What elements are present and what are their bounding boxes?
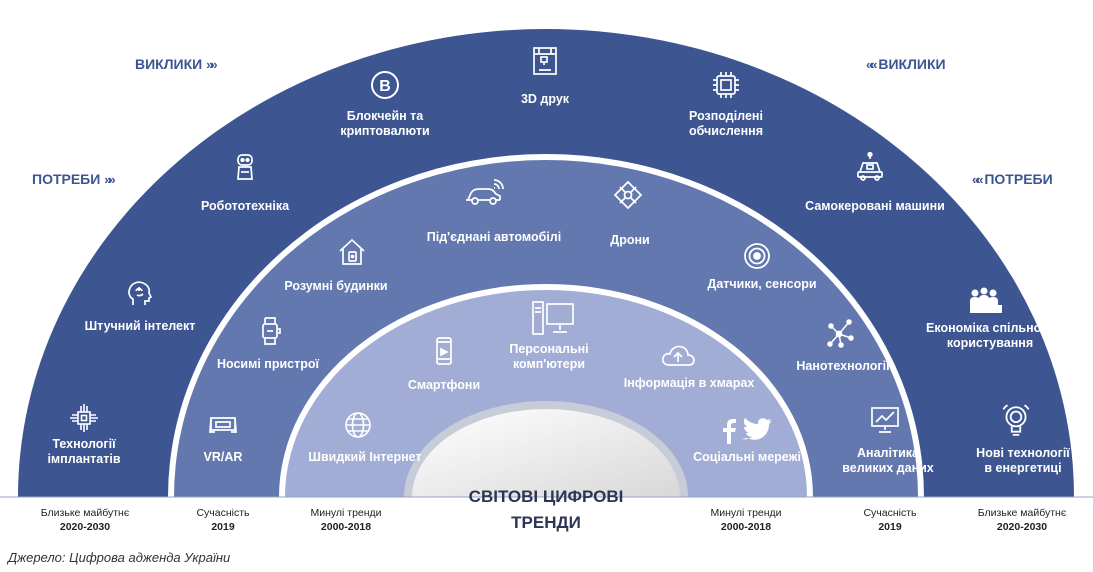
center-title-line2: ТРЕНДИ [511, 513, 581, 532]
inner-ring [285, 290, 807, 497]
cloud-upload-icon [660, 341, 696, 371]
drone-icon [613, 180, 643, 210]
center-title-line1: СВІТОВІ ЦИФРОВІ [468, 487, 624, 506]
processor-icon [711, 70, 741, 100]
center-semicircle [412, 409, 680, 497]
chevrons-right-icon: »» [104, 172, 116, 187]
social-media-icon [719, 418, 777, 446]
wearables-label: Носимі пристрої [216, 357, 320, 371]
chevrons-right-icon: »» [206, 57, 218, 72]
implant-technologies-label: Технології імплантатів [47, 437, 121, 466]
nanotech-label: Нанотехнології [796, 359, 890, 373]
sensors-label: Датчики, сенсори [707, 277, 817, 291]
needs-right-label: «« ПОТРЕБИ [972, 171, 1053, 187]
source-caption: Джерело: Цифрова адженда України [8, 550, 231, 565]
drones-label: Дрони [610, 233, 650, 247]
needs-left-label: ПОТРЕБИ »» [32, 171, 116, 187]
bitcoin-icon: B [370, 70, 400, 100]
vr-ar-label: VR/AR [203, 450, 243, 464]
distributed-computing-label: Розподілені обчислення [688, 109, 764, 138]
sharing-people-icon [967, 285, 1003, 315]
molecule-icon [825, 318, 855, 348]
3d-printer-icon [530, 46, 560, 76]
ai-label: Штучний інтелект [84, 319, 196, 333]
connected-cars-label: Під'єднані автомобілі [426, 230, 562, 244]
challenges-left-label: ВИКЛИКИ »» [135, 56, 218, 72]
energy-tech-label: Нові технології в енергетиці [976, 446, 1070, 475]
blockchain-label: Блокчейн та криптовалюти [340, 109, 430, 138]
challenges-right-label: «« ВИКЛИКИ [866, 56, 946, 72]
chevrons-left-icon: «« [866, 57, 878, 72]
sharing-economy-label: Економіка спільного користування [926, 321, 1054, 350]
chevrons-left-icon: «« [972, 172, 984, 187]
connected-car-icon [464, 178, 504, 208]
brain-head-icon [125, 278, 155, 308]
self-driving-car-icon [855, 151, 885, 182]
3d-printing-label: 3D друк [520, 92, 570, 106]
robot-icon [230, 152, 260, 182]
big-data-label: Аналітика великих даних [842, 446, 934, 475]
chip-implant-icon [69, 403, 99, 433]
fast-internet-label: Швидкий Інтернет [308, 450, 422, 464]
personal-computers-label: Персональні комп'ютери [509, 342, 589, 371]
smart-home-icon [337, 237, 367, 267]
smart-homes-label: Розумні будинки [284, 279, 388, 293]
vr-headset-icon [208, 410, 238, 440]
sensor-icon [742, 241, 772, 271]
smartphone-icon [429, 336, 459, 366]
smartwatch-icon [255, 316, 285, 346]
robotics-label: Робототехніка [200, 199, 290, 213]
self-driving-cars-label: Самокеровані машини [805, 199, 945, 213]
energy-bulb-icon [1000, 403, 1032, 437]
computer-icon [531, 300, 575, 336]
analytics-chart-icon [870, 405, 900, 435]
cloud-info-label: Інформація в хмарах [623, 376, 755, 390]
center-title: СВІТОВІ ЦИФРОВІ ТРЕНДИ [469, 484, 624, 536]
svg-text:B: B [379, 78, 391, 95]
globe-icon [343, 410, 373, 440]
smartphones-label: Смартфони [407, 378, 481, 392]
social-networks-label: Соціальні мережі [693, 450, 801, 464]
